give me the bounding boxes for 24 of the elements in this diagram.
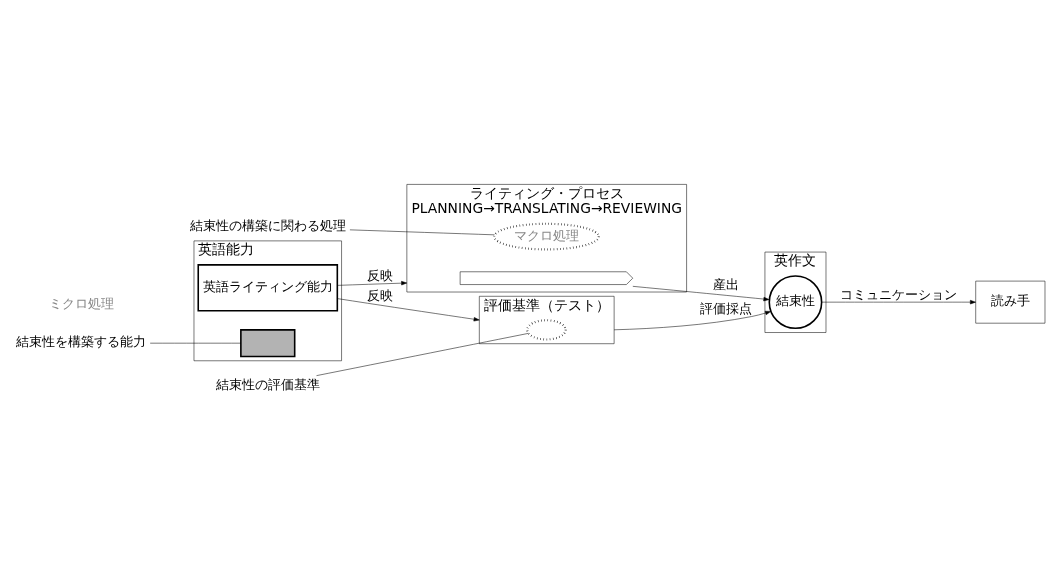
arrow [821,299,976,304]
node-box: 英語ライティング能力 [197,263,339,311]
connector [316,332,529,376]
node-ellipse [526,318,567,340]
arrow [613,310,771,330]
node-text: 結束性の構築に関わる処理 [189,217,346,233]
edge-label: 評価採点 [699,300,752,316]
cluster: 評価基準（テスト） [479,295,615,344]
arrow [337,297,480,321]
edge-label: 反映 [367,267,394,283]
arrow [337,280,408,286]
label: ミクロ処理 [48,295,114,311]
edge-label: 反映 [367,287,394,303]
node-box: 読み手 [975,280,1046,323]
node-ellipse: マクロ処理 [493,222,600,250]
node-text: 結束性の評価基準 [215,376,320,392]
arrow [632,285,770,301]
node-arrow [459,271,634,285]
edge-label: 産出 [712,276,739,292]
node-box [240,328,296,357]
node-text: 結束性を構築する能力 [16,333,147,349]
node-circle: 結束性 [768,274,823,329]
edge-label: コミュニケーション [840,286,958,302]
connector [149,342,242,343]
